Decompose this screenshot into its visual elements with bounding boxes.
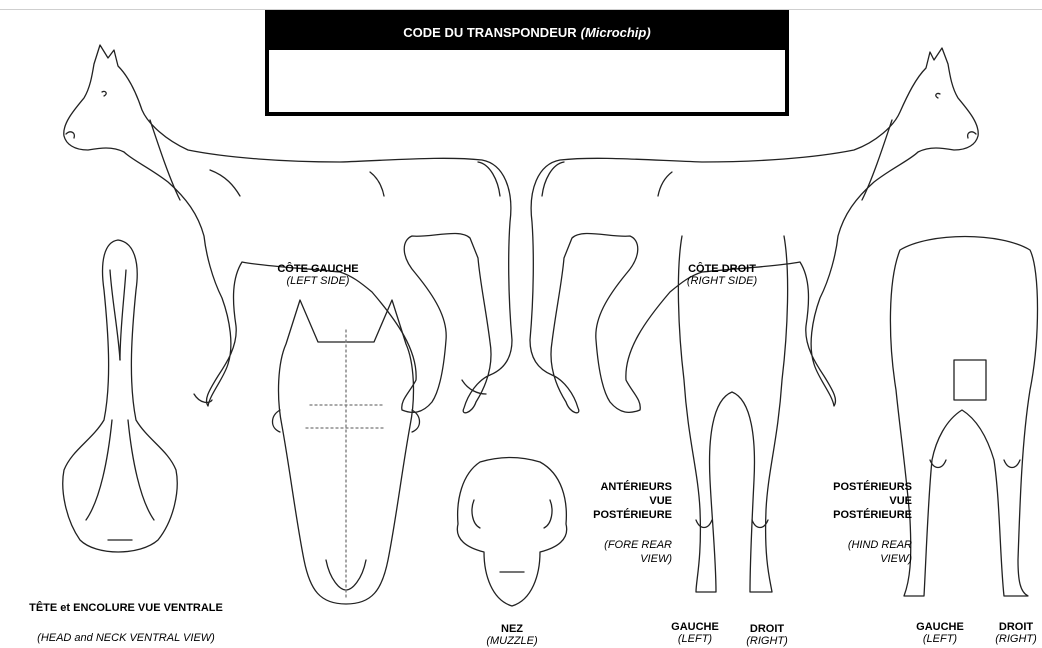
right-side-label: CÔTE DROIT (RIGHT SIDE): [672, 263, 772, 287]
fore-left-label-en: (LEFT): [664, 633, 726, 645]
hind-right-label-en: (RIGHT): [990, 633, 1042, 645]
fore-right-label: DROIT (RIGHT): [736, 623, 798, 647]
fore-right-label-fr: DROIT: [736, 623, 798, 635]
hind-rear-view-drawing: [890, 237, 1037, 597]
head-front-drawing: [273, 300, 420, 604]
transponder-code-box: CODE DU TRANSPONDEUR (Microchip): [265, 10, 789, 116]
left-side-label-fr: CÔTE GAUCHE: [268, 263, 368, 275]
hind-rear-view-label: POSTÉRIEURS VUE POSTÉRIEURE (HIND REAR V…: [800, 480, 912, 566]
fore-right-label-en: (RIGHT): [736, 635, 798, 647]
hind-right-label-fr: DROIT: [990, 621, 1042, 633]
ventral-view-drawing: [63, 240, 177, 552]
hind-left-label-en: (LEFT): [904, 633, 976, 645]
fore-left-label-fr: GAUCHE: [664, 621, 726, 633]
hind-label-en-line2: VIEW): [800, 552, 912, 566]
fore-label-en-line2: VIEW): [560, 552, 672, 566]
transponder-title: CODE DU TRANSPONDEUR: [403, 25, 576, 40]
right-side-label-en: (RIGHT SIDE): [672, 275, 772, 287]
muzzle-drawing: [457, 458, 566, 607]
hind-left-label: GAUCHE (LEFT): [904, 621, 976, 645]
fore-rear-view-drawing: [678, 236, 787, 592]
fore-label-line3: POSTÉRIEURE: [560, 508, 672, 522]
fore-label-line1: ANTÉRIEURS: [560, 480, 672, 494]
hind-label-line2: VUE: [800, 494, 912, 508]
muzzle-label-en: (MUZZLE): [462, 635, 562, 647]
fore-label-line2: VUE: [560, 494, 672, 508]
left-side-label-en: (LEFT SIDE): [268, 275, 368, 287]
transponder-code-field[interactable]: [269, 50, 785, 112]
muzzle-label-fr: NEZ: [462, 623, 562, 635]
muzzle-label: NEZ (MUZZLE): [462, 623, 562, 647]
left-side-label: CÔTE GAUCHE (LEFT SIDE): [268, 263, 368, 287]
right-side-label-fr: CÔTE DROIT: [672, 263, 772, 275]
hind-left-label-fr: GAUCHE: [904, 621, 976, 633]
ventral-view-label-en: (HEAD and NECK VENTRAL VIEW): [0, 632, 252, 644]
fore-rear-view-label: ANTÉRIEURS VUE POSTÉRIEURE (FORE REAR VI…: [560, 480, 672, 566]
hind-right-label: DROIT (RIGHT): [990, 621, 1042, 645]
hind-label-en-line1: (HIND REAR: [800, 538, 912, 552]
fore-left-label: GAUCHE (LEFT): [664, 621, 726, 645]
transponder-title-en: (Microchip): [581, 25, 651, 40]
ventral-view-label-fr: TÊTE et ENCOLURE VUE VENTRALE: [0, 602, 252, 614]
transponder-code-header: CODE DU TRANSPONDEUR (Microchip): [269, 14, 785, 50]
hind-label-line3: POSTÉRIEURE: [800, 508, 912, 522]
fore-label-en-line1: (FORE REAR: [560, 538, 672, 552]
hind-label-line1: POSTÉRIEURS: [800, 480, 912, 494]
